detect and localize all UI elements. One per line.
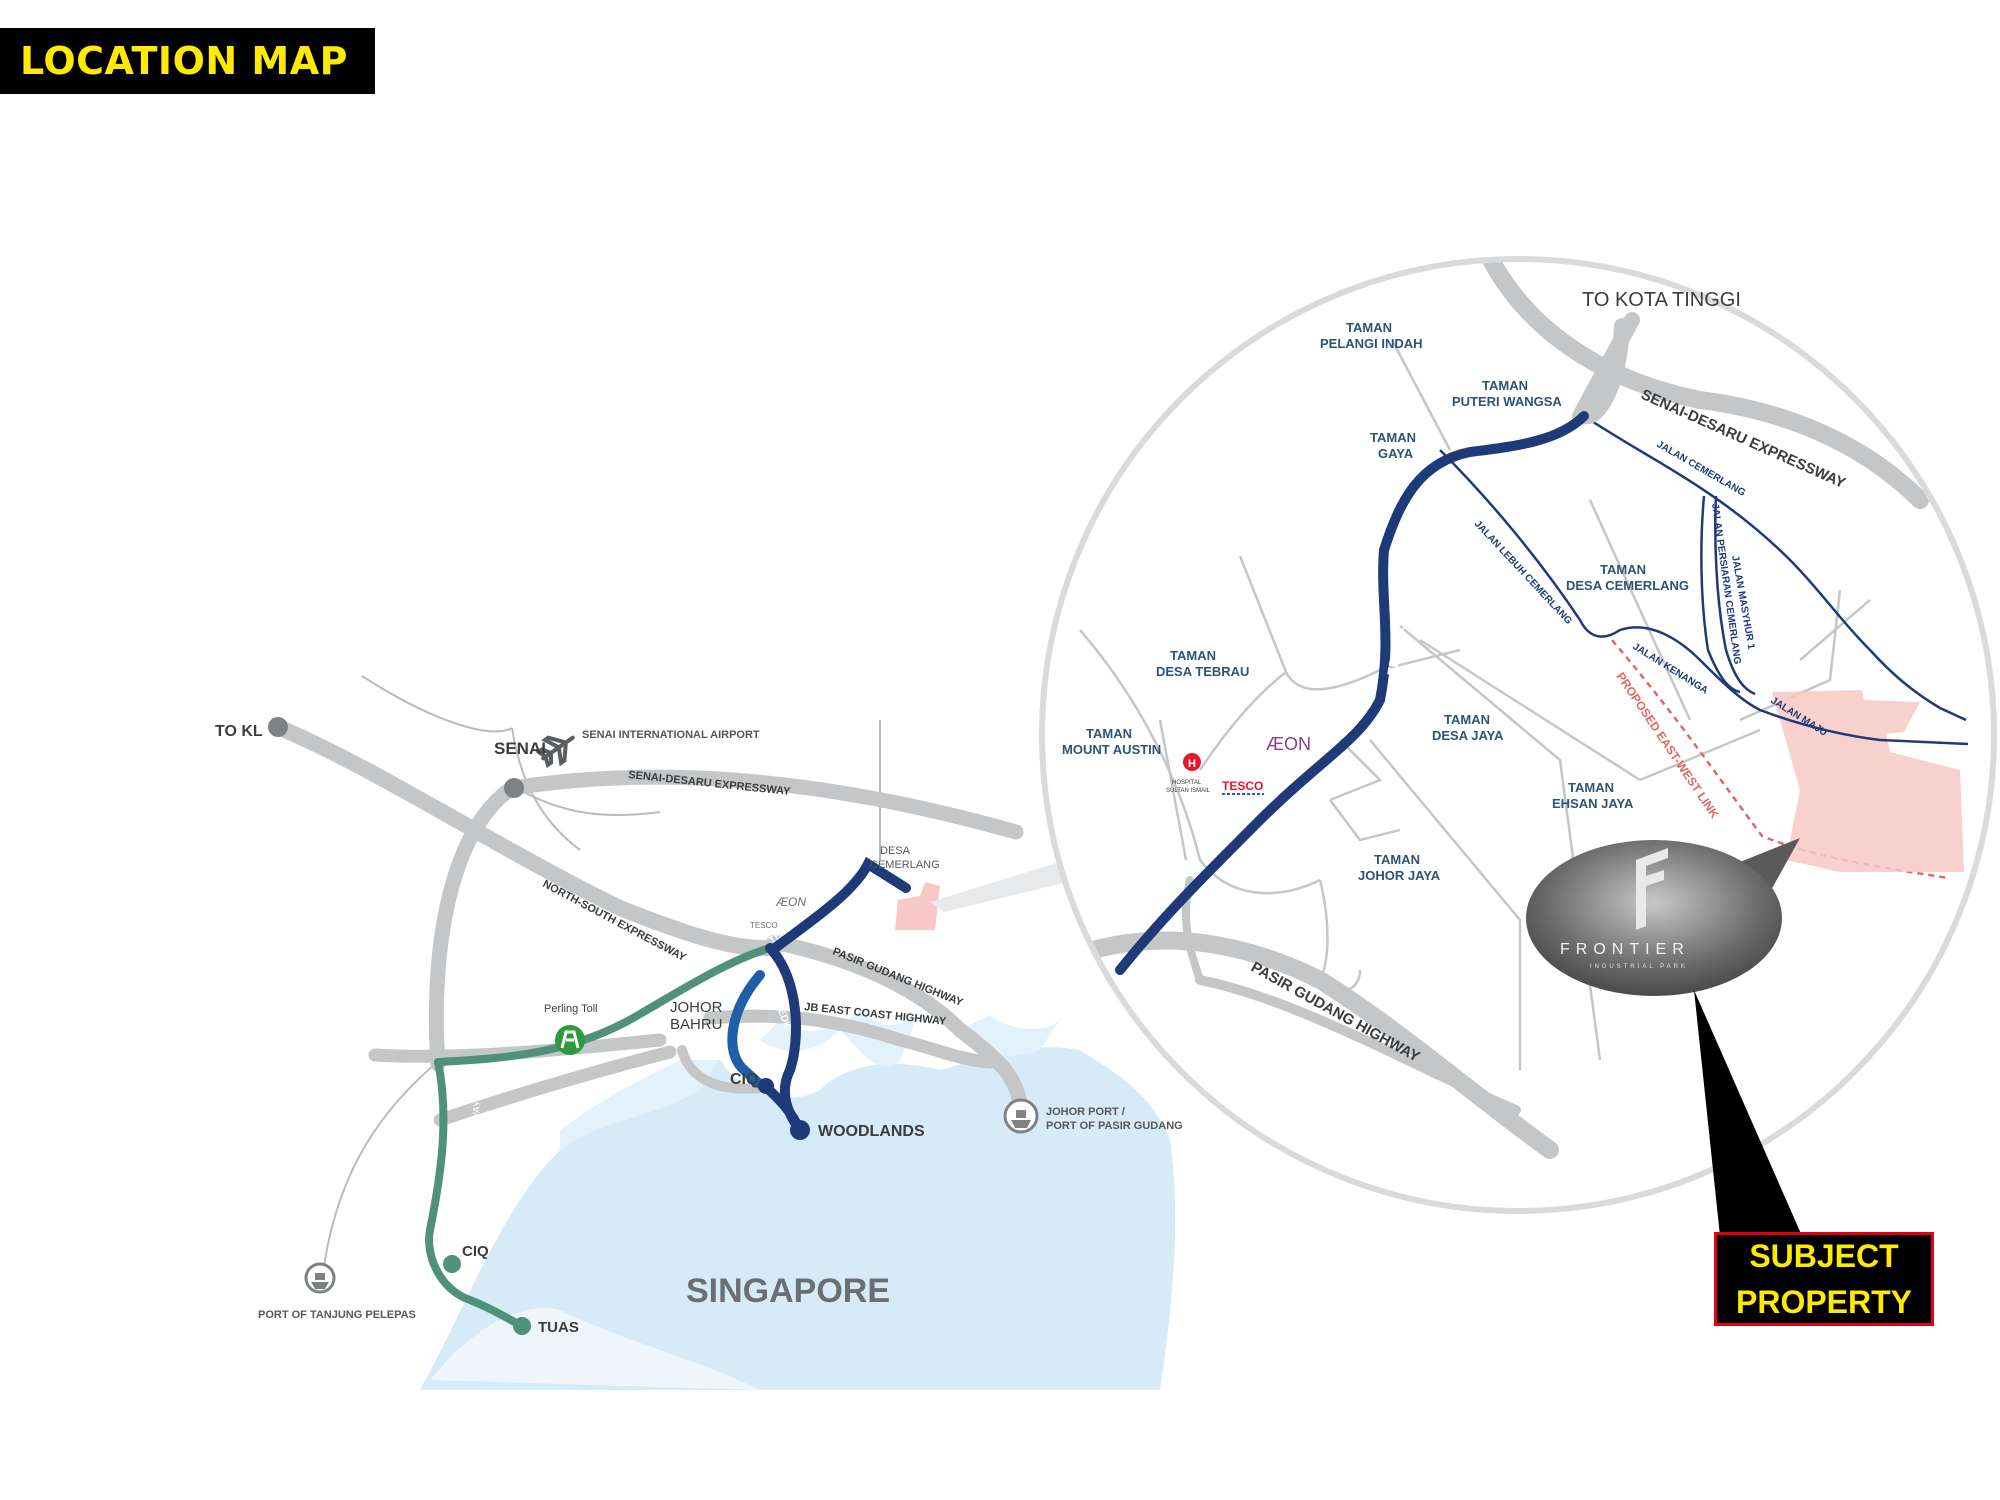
ship-icon-pasir-gudang bbox=[1003, 1098, 1039, 1134]
tesco-logo-detail: TESCO bbox=[1222, 779, 1263, 793]
hospital-icon: H bbox=[1183, 753, 1201, 771]
woodlands-label: WOODLANDS bbox=[818, 1123, 925, 1140]
desa-cemerlang-detail-1: TAMAN bbox=[1600, 562, 1646, 577]
desa-tebrau-label-2: DESA TEBRAU bbox=[1156, 664, 1249, 679]
puteri-label-2: PUTERI WANGSA bbox=[1452, 394, 1562, 409]
detail-map[interactable]: H TO KOTA TINGGI TAMAN PELANGI INDAH TAM… bbox=[1039, 256, 1997, 1214]
desa-jaya-label-2: DESA JAYA bbox=[1432, 728, 1504, 743]
puteri-label-1: TAMAN bbox=[1482, 378, 1528, 393]
desa-cemerlang-label-2: CEMERLANG bbox=[870, 859, 940, 871]
second-link-label: SECOND-LINK EXPRESSWAY bbox=[458, 1100, 484, 1241]
to-kl-label: TO KL bbox=[215, 723, 263, 740]
second-link-expressway[interactable]: SECOND-LINK EXPRESSWAY bbox=[425, 944, 774, 1335]
ehsan-jaya-label-2: EHSAN JAYA bbox=[1552, 796, 1634, 811]
to-kota-tinggi-label: TO KOTA TINGGI bbox=[1582, 289, 1741, 311]
airport-label: SENAI INTERNATIONAL AIRPORT bbox=[582, 729, 760, 741]
detail-streets bbox=[1079, 339, 1871, 1070]
callout-line-2: PROPERTY bbox=[1735, 1284, 1913, 1320]
johor-bahru-label-1: JOHOR bbox=[670, 999, 723, 1016]
overview-map[interactable]: SECOND-LINK EXPRESSWAY bbox=[215, 675, 1183, 1390]
title-banner: LOCATION MAP bbox=[0, 28, 375, 94]
detail-highways bbox=[1077, 262, 1929, 1159]
jalan-lines bbox=[1439, 414, 1969, 746]
proposed-east-west-link[interactable] bbox=[1611, 639, 1949, 880]
senai-label: SENAI bbox=[494, 739, 546, 758]
callout-pointer bbox=[1694, 990, 1802, 1236]
frontier-logo-bubble[interactable]: FRONTIER INDUSTRIAL PARK bbox=[1526, 838, 1800, 996]
aeon-logo-overview: ÆON bbox=[775, 895, 806, 909]
port-tanjung-pelepas-label: PORT OF TANJUNG PELEPAS bbox=[258, 1309, 416, 1321]
mount-austin-label-1: TAMAN bbox=[1086, 726, 1132, 741]
hospital-label-1: HOSPITAL bbox=[1172, 780, 1202, 786]
ciq-jb-node bbox=[758, 1078, 774, 1094]
tuas-label: TUAS bbox=[538, 1319, 579, 1336]
mount-austin-label-2: MOUNT AUSTIN bbox=[1062, 742, 1161, 757]
gaya-label-1: TAMAN bbox=[1370, 430, 1416, 445]
desa-jaya-label-1: TAMAN bbox=[1444, 712, 1490, 727]
desa-cemerlang-detail-2: DESA CEMERLANG bbox=[1566, 578, 1689, 593]
desa-cemerlang-label-1: DESA bbox=[880, 845, 911, 857]
gaya-label-2: GAYA bbox=[1378, 446, 1414, 461]
to-kl-node bbox=[268, 717, 288, 737]
johor-jaya-label-2: JOHOR JAYA bbox=[1358, 868, 1441, 883]
tebrau-label-overview: TEBRAU HIGHWAY bbox=[767, 881, 846, 946]
ehsan-jaya-label-1: TAMAN bbox=[1568, 780, 1614, 795]
johor-bahru-label-2: BAHRU bbox=[670, 1016, 723, 1033]
singapore-label: SINGAPORE bbox=[686, 1272, 890, 1310]
senai-node bbox=[504, 778, 524, 798]
frontier-f-icon bbox=[1636, 848, 1668, 930]
frontier-brand-text: FRONTIER bbox=[1560, 941, 1690, 958]
tebrau-edl-lines[interactable] bbox=[727, 856, 911, 1140]
subject-area-overview[interactable] bbox=[895, 882, 940, 930]
ciq-tuas-label: CIQ bbox=[462, 1243, 489, 1260]
water-strait bbox=[420, 1010, 1176, 1390]
page-title: LOCATION MAP bbox=[20, 39, 348, 83]
johor-jaya-label-1: TAMAN bbox=[1374, 852, 1420, 867]
woodlands-node bbox=[790, 1120, 810, 1140]
airplane-icon bbox=[535, 735, 575, 769]
aeon-logo-detail: ÆON bbox=[1266, 734, 1311, 754]
tebrau-highway-detail[interactable] bbox=[1115, 411, 1589, 975]
perling-toll-icon bbox=[555, 1025, 585, 1055]
frontier-sub-text: INDUSTRIAL PARK bbox=[1590, 964, 1688, 970]
perling-toll-label: Perling Toll bbox=[544, 1003, 598, 1015]
subject-area-detail[interactable] bbox=[1772, 690, 1964, 872]
johor-port-label-2: PORT OF PASIR GUDANG bbox=[1046, 1120, 1183, 1132]
tuas-node bbox=[513, 1317, 531, 1335]
ciq-tuas-node bbox=[443, 1255, 461, 1273]
callout-line-1: SUBJECT bbox=[1749, 1238, 1899, 1274]
johor-port-label-1: JOHOR PORT / bbox=[1046, 1106, 1125, 1118]
svg-text:H: H bbox=[1188, 758, 1196, 770]
hospital-label-2: SULTAN ISMAIL bbox=[1166, 788, 1211, 794]
ship-icon-tanjung-pelepas bbox=[304, 1262, 336, 1294]
pasir-gudang-label-overview: PASIR GUDANG HIGHWAY bbox=[831, 946, 965, 1010]
subject-property-callout[interactable]: SUBJECT PROPERTY bbox=[1714, 1232, 1934, 1326]
pelangi-label-1: TAMAN bbox=[1346, 320, 1392, 335]
zoom-connector bbox=[930, 860, 1076, 912]
desa-tebrau-label-1: TAMAN bbox=[1170, 648, 1216, 663]
pelangi-label-2: PELANGI INDAH bbox=[1320, 336, 1423, 351]
tesco-logo-overview: TESCO bbox=[750, 921, 778, 930]
ciq-jb-label: CIQ bbox=[730, 1071, 758, 1088]
